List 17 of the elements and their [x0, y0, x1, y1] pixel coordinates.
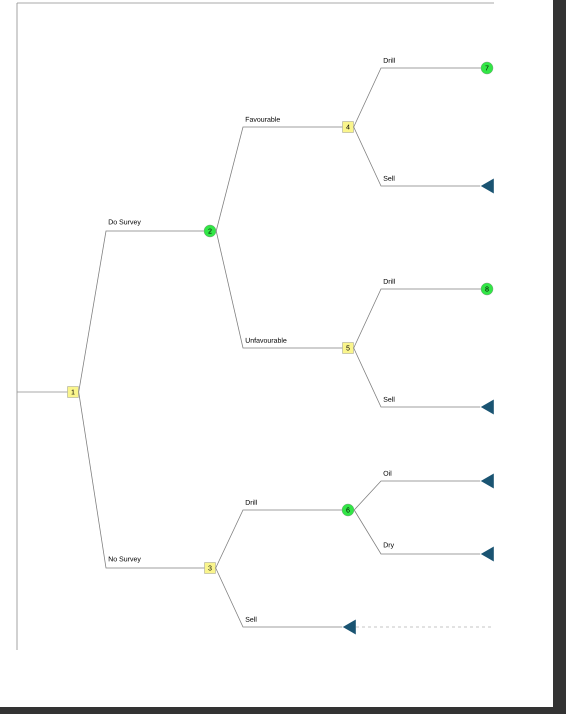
branch-line [354, 510, 481, 554]
branch-line [216, 230, 343, 348]
branch-line [78, 392, 205, 568]
branch-line [215, 510, 342, 568]
terminal-triangle [480, 400, 494, 414]
branch-line [353, 68, 482, 128]
branch-line [354, 480, 481, 510]
terminal-triangle [480, 546, 494, 562]
terminal-triangle [342, 620, 356, 634]
branch-line [78, 230, 204, 392]
terminal-triangle [480, 178, 494, 194]
branch-line [353, 288, 482, 348]
terminal-triangle [480, 474, 494, 488]
branch-line [215, 568, 343, 628]
branch-line [353, 126, 481, 186]
branch-line [353, 348, 481, 408]
branch-line [216, 126, 343, 232]
